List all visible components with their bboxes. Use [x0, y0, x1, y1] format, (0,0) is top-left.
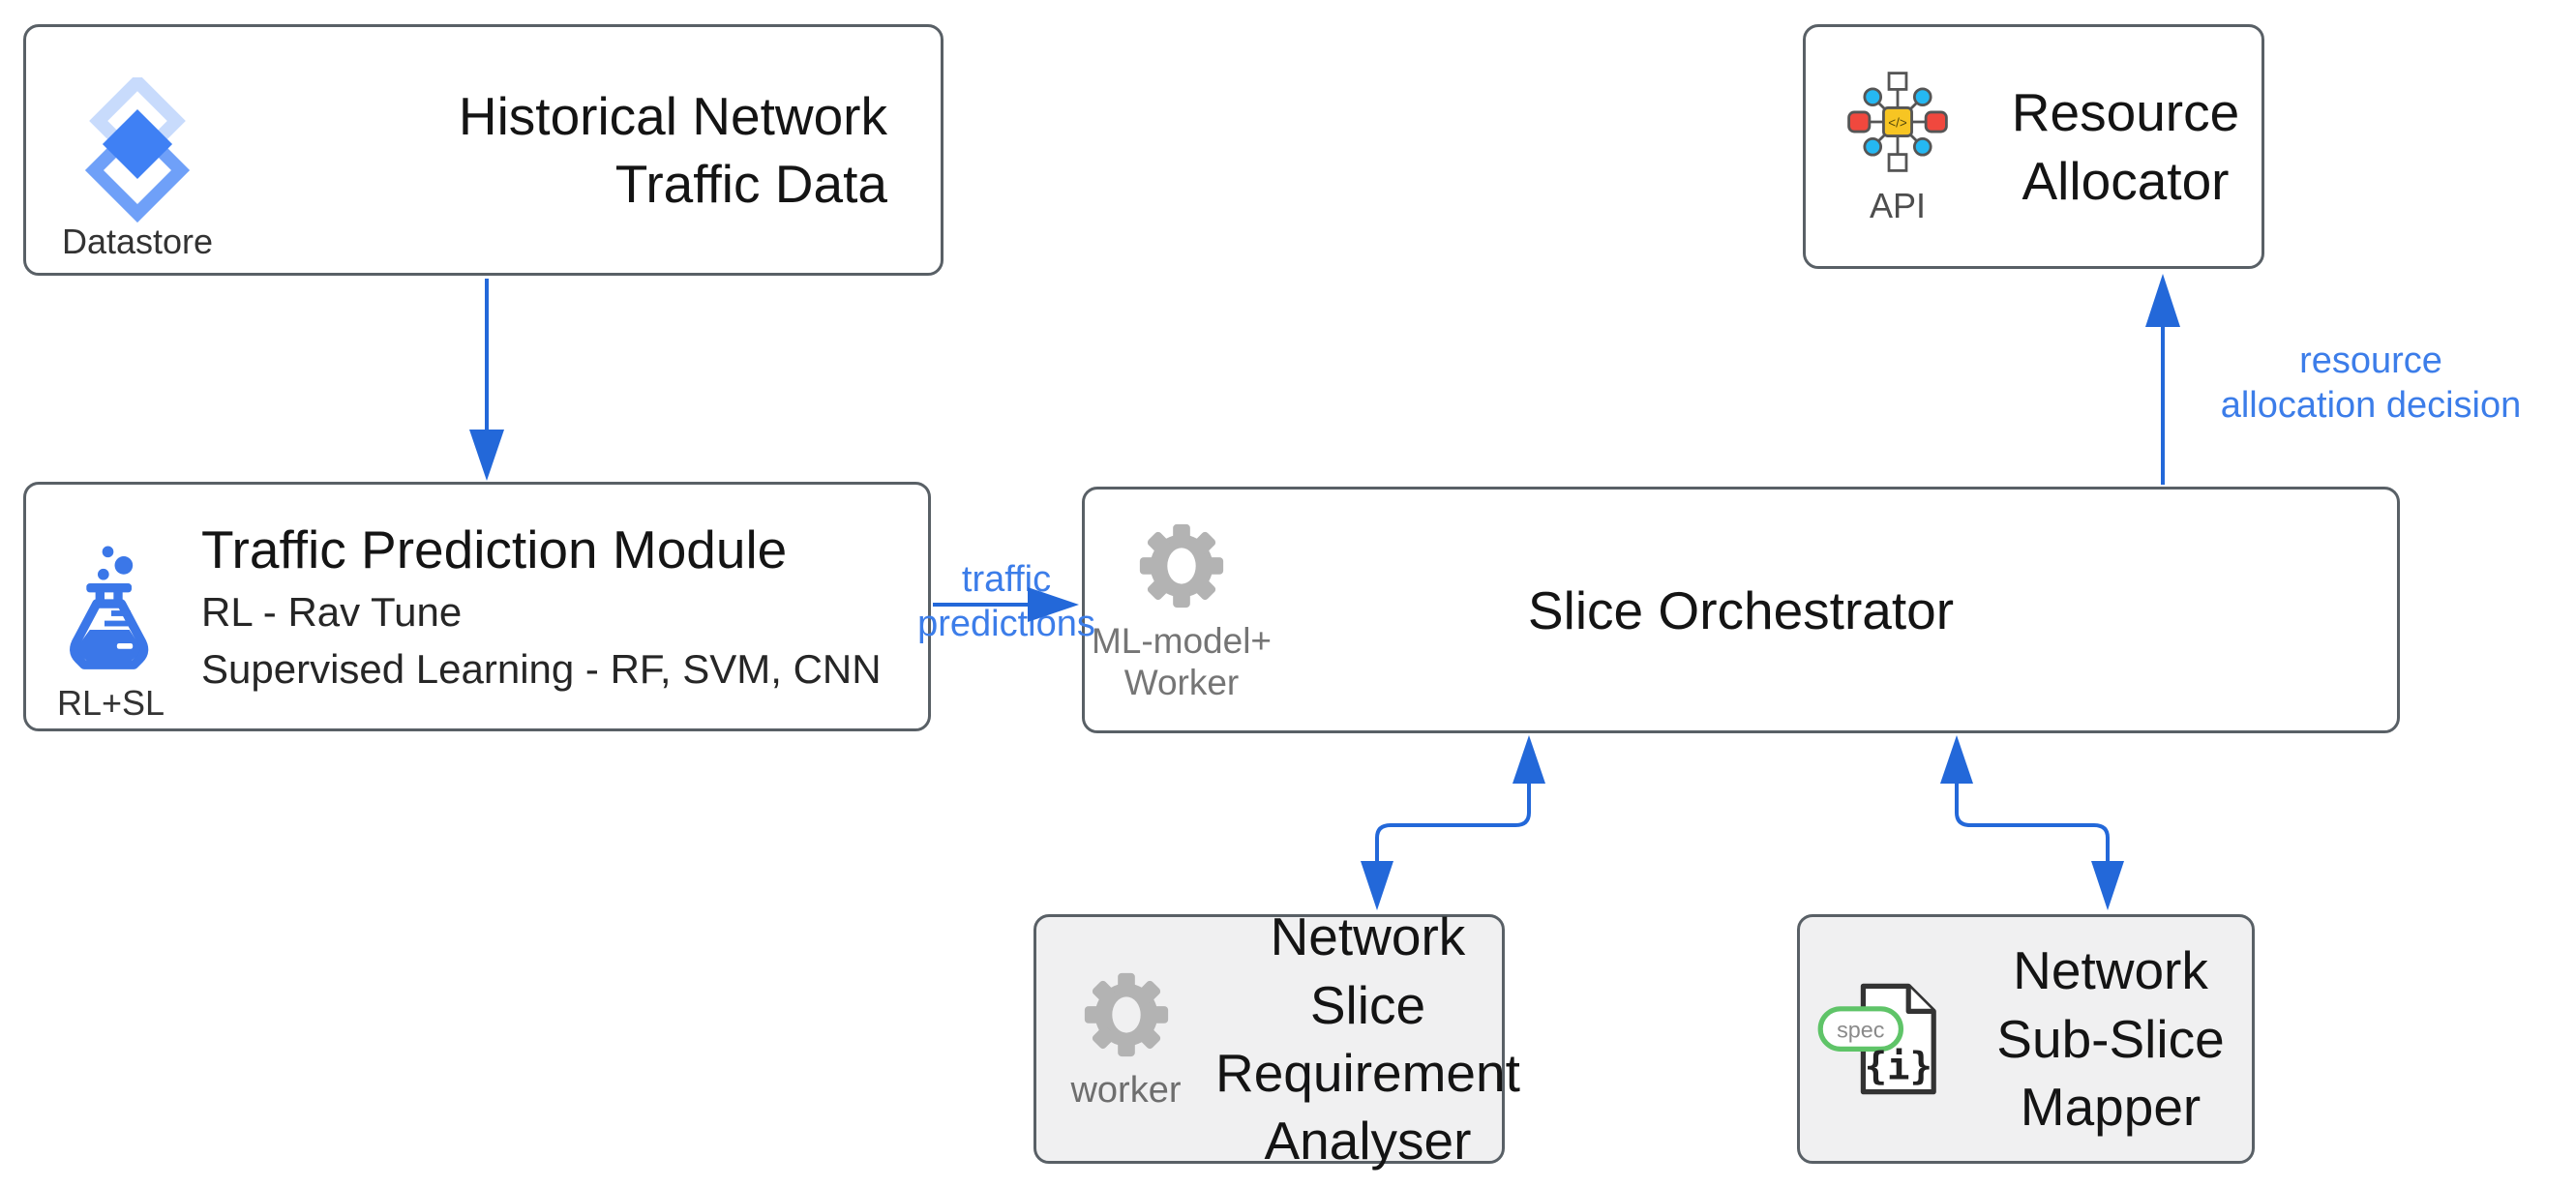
api-icon: </> [1847, 71, 1948, 172]
mapper-title-line2: Mapper [2020, 1077, 2202, 1138]
node-traffic-prediction-module[interactable]: RL+SL Traffic Prediction Module RL - Rav… [23, 482, 931, 731]
historical-icon-column: Datastore [26, 27, 249, 273]
worker-gear-icon [1084, 972, 1168, 1057]
orchestrator-icon-caption: ML-model+ Worker [1092, 621, 1272, 703]
orchestrator-title: Slice Orchestrator [1527, 579, 1955, 640]
allocator-icon-column: </> API [1806, 27, 1990, 266]
edge-orchestrator-mapper[interactable] [1940, 735, 2124, 910]
prediction-title: Traffic Prediction Module [201, 519, 788, 580]
prediction-subline-1: RL - Rav Tune [201, 589, 463, 636]
orchestrator-icon-caption-line1: ML-model+ [1091, 620, 1273, 661]
mapper-title-line1: Network Sub-Slice [1996, 940, 2225, 1069]
datastore-caption: Datastore [61, 221, 214, 261]
orchestrator-icon-column: ML-model+ Worker [1085, 490, 1278, 730]
flask-icon [69, 546, 148, 669]
orchestrator-icon-caption-line2: Worker [1123, 662, 1240, 702]
mapper-icon-column: spec {i} [1800, 917, 1969, 1161]
analyser-title-line3: Analyser [1264, 1111, 1472, 1172]
prediction-subline-2: Supervised Learning - RF, SVM, CNN [201, 646, 882, 692]
api-code-glyph: </> [1888, 115, 1907, 130]
edge-label-resource-allocation-decision: resource allocation decision [2177, 339, 2564, 429]
edge-historical-to-prediction[interactable] [469, 279, 504, 481]
worker-caption: worker [1070, 1070, 1182, 1112]
historical-title: Historical Network Traffic Data [249, 82, 941, 219]
spec-document-icon: spec {i} [1817, 983, 1936, 1095]
historical-title-line1: Historical Network [458, 85, 887, 146]
analyser-title-line2: Requirement [1215, 1043, 1520, 1103]
mapper-title: Network Sub-Slice Mapper [1969, 936, 2252, 1141]
allocator-title-line2: Allocator [2022, 150, 2230, 211]
resource-label-line1: resource [2299, 341, 2442, 381]
resource-label-line2: allocation decision [2220, 385, 2522, 427]
historical-title-line2: Traffic Data [614, 154, 887, 214]
node-historical-network-traffic-data[interactable]: Datastore Historical Network Traffic Dat… [23, 24, 944, 276]
allocator-title-line1: Resource [2011, 82, 2240, 143]
node-slice-orchestrator[interactable]: ML-model+ Worker Slice Orchestrator [1082, 487, 2400, 733]
rl-sl-caption: RL+SL [56, 682, 165, 723]
analyser-title-line1: Network Slice [1270, 906, 1466, 1035]
api-caption: API [1869, 185, 1927, 225]
edge-label-traffic-predictions: traffic predictions [900, 557, 1113, 647]
analyser-icon-column: worker [1036, 917, 1215, 1161]
traffic-label-line1: traffic [961, 559, 1052, 600]
traffic-label-line2: predictions [917, 604, 1095, 645]
spec-glyph: {i} [1865, 1046, 1932, 1089]
edge-orchestrator-analyser[interactable] [1361, 735, 1545, 910]
datastore-icon [84, 77, 191, 223]
node-resource-allocator[interactable]: </> API Resource Allocator [1803, 24, 2264, 269]
analyser-title: Network Slice Requirement Analyser [1215, 903, 1520, 1175]
prediction-text-block: Traffic Prediction Module RL - Rav Tune … [195, 518, 928, 696]
node-network-slice-requirement-analyser[interactable]: worker Network Slice Requirement Analyse… [1033, 906, 1520, 1171]
edge-orchestrator-to-allocator[interactable] [2145, 274, 2180, 485]
prediction-icon-column: RL+SL [26, 485, 195, 728]
allocator-title: Resource Allocator [1990, 78, 2261, 215]
spec-badge-label: spec [1837, 1018, 1885, 1043]
gear-icon [1139, 523, 1224, 608]
node-network-sub-slice-mapper[interactable]: spec {i} Network Sub-Slice Mapper [1797, 914, 2255, 1164]
